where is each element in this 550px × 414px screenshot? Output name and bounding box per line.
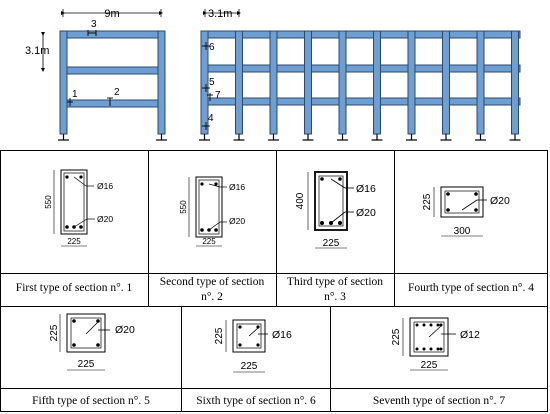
section-5-drawing <box>59 313 110 371</box>
section-4-cell: Ø20 225 300 Fourth type of section n°. 4 <box>408 186 534 294</box>
section-4-drawing <box>433 186 487 237</box>
section-1-drawing <box>53 169 95 247</box>
right-column-7 <box>407 30 416 135</box>
section-2-top-bar: Ø16 <box>229 182 245 192</box>
right-column-9 <box>476 30 485 135</box>
section-7-height-dim: 225 <box>391 328 402 345</box>
section-5-height-dim: 225 <box>49 324 60 341</box>
section-3-cell: Ø16 Ø20 400 225 Third type of section n°… <box>287 171 383 303</box>
section-2-caption-line-1: Second type of section <box>160 276 265 288</box>
right-column-10 <box>511 30 519 135</box>
section-marker-4: 4 <box>208 113 214 124</box>
section-6-drawing <box>225 319 268 373</box>
section-2-width-dim: 225 <box>202 237 216 246</box>
right-column-4 <box>304 30 312 135</box>
section-6-height-dim: 225 <box>214 327 225 344</box>
section-6-caption: Sixth type of section n°. 6 <box>196 395 316 407</box>
frame-elevations: 9m 3.1m 3 1 2 3.1m 6 5 <box>25 8 521 141</box>
section-3-top-bar: Ø16 <box>356 183 376 195</box>
left-height-label: 3.1m <box>25 45 49 57</box>
section-marker-7: 7 <box>215 90 221 101</box>
left-frame: 9m 3.1m 3 1 2 <box>25 8 167 141</box>
section-1-height-dim: 550 <box>44 195 53 209</box>
section-4-bar: Ø20 <box>490 195 510 207</box>
section-4-height-dim: 225 <box>422 193 433 210</box>
section-7-bar: Ø12 <box>460 329 480 341</box>
section-1-bottom-bar: Ø20 <box>97 214 113 224</box>
right-span-label: 3.1m <box>208 8 232 20</box>
section-2-bottom-bar: Ø20 <box>229 216 245 226</box>
section-5-width-dim: 225 <box>78 359 95 370</box>
section-1-width-dim: 225 <box>67 237 81 246</box>
section-5-bar: Ø20 <box>115 324 135 336</box>
section-2-cell: Ø16 Ø20 550 225 Second type of section n… <box>160 176 265 303</box>
section-1-cell: Ø16 Ø20 550 225 First type of section n°… <box>16 169 133 294</box>
section-marker-6: 6 <box>209 42 215 53</box>
left-middle-beam <box>59 66 166 75</box>
section-6-bar: Ø16 <box>272 329 292 341</box>
section-5-caption: Fifth type of section n°. 5 <box>32 395 150 407</box>
left-column-2 <box>157 30 166 135</box>
right-column-2 <box>235 30 243 135</box>
left-span-label: 9m <box>104 8 119 20</box>
right-column-3 <box>269 30 278 135</box>
section-3-caption-line-1: Third type of section <box>287 276 383 288</box>
section-3-drawing <box>307 171 354 249</box>
right-frame-beams <box>200 30 521 106</box>
sections-table: Ø16 Ø20 550 225 First type of section n°… <box>0 150 548 412</box>
section-1-top-bar: Ø16 <box>97 181 113 191</box>
section-marker-5: 5 <box>209 77 215 88</box>
section-7-cell: Ø12 225 225 Seventh type of section n°. … <box>373 317 506 407</box>
section-6-width-dim: 225 <box>241 361 258 372</box>
section-3-bottom-bar: Ø20 <box>356 207 376 219</box>
section-4-caption: Fourth type of section n°. 4 <box>408 282 534 294</box>
section-3-caption-line-2: n°. 3 <box>324 291 346 303</box>
section-1-caption: First type of section n°. 1 <box>16 282 133 294</box>
section-6-cell: Ø16 225 225 Sixth type of section n°. 6 <box>196 319 316 407</box>
section-2-drawing <box>188 176 227 247</box>
section-2-height-dim: 550 <box>179 200 188 214</box>
section-7-caption: Seventh type of section n°. 7 <box>373 395 506 407</box>
right-frame: 3.1m 6 5 7 4 <box>199 8 521 141</box>
right-column-6 <box>373 30 381 135</box>
left-lower-beam <box>59 99 166 108</box>
section-3-width-dim: 225 <box>323 238 340 249</box>
section-7-width-dim: 225 <box>421 360 438 371</box>
section-4-width-dim: 300 <box>454 226 471 237</box>
section-5-cell: Ø20 225 225 Fifth type of section n°. 5 <box>32 313 150 407</box>
section-marker-2: 2 <box>114 87 120 98</box>
section-2-caption-line-2: n°. 2 <box>201 291 223 303</box>
section-marker-3: 3 <box>91 19 97 30</box>
left-roof-beam <box>59 30 166 39</box>
section-7-drawing <box>402 317 456 371</box>
section-3-height-dim: 400 <box>295 192 306 209</box>
right-frame-columns <box>199 30 521 141</box>
left-column-1 <box>59 30 68 135</box>
right-column-5 <box>338 30 347 135</box>
section-marker-1: 1 <box>72 89 78 100</box>
right-column-8 <box>442 30 450 135</box>
